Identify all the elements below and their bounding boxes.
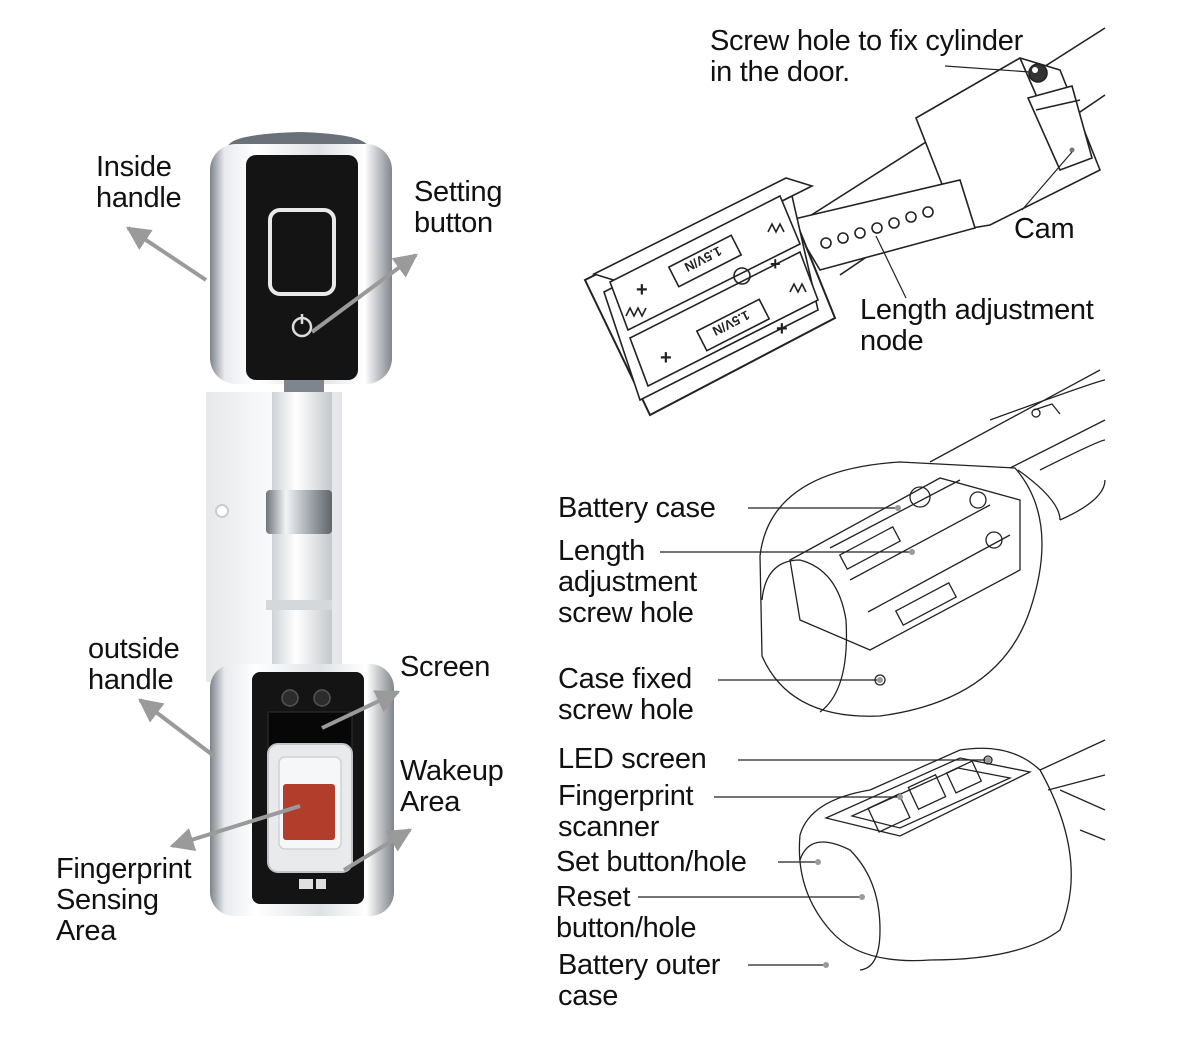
battery-case-drawing <box>660 369 1106 717</box>
callout-arrows <box>126 226 418 872</box>
battery-case-label: Battery case <box>558 492 716 524</box>
svg-text:+: + <box>660 347 672 369</box>
reset-line-1: Reset <box>556 881 631 913</box>
outer-case-drawing <box>638 739 1106 971</box>
screw-hole-line-1: Screw hole to fix cylinder <box>710 25 1023 57</box>
fingerprint-sensing-line-2: Sensing <box>56 884 159 916</box>
screw-hole-label: Screw hole to fix cylinder in the door. <box>710 26 1023 88</box>
lock-product <box>206 132 394 916</box>
length-node-line-1: Length adjustment <box>860 294 1094 326</box>
setting-button-line-2: button <box>414 207 493 239</box>
cam-label: Cam <box>1014 213 1075 245</box>
cylinder-drawing <box>583 27 1106 417</box>
svg-text:+: + <box>770 254 781 274</box>
battery-outer-line-1: Battery outer <box>558 949 721 981</box>
length-screw-line-3: screw hole <box>558 597 694 629</box>
setting-button-label: Setting button <box>414 177 502 239</box>
fingerprint-sensing-line-1: Fingerprint <box>56 853 192 885</box>
case-fixed-line-2: screw hole <box>558 694 694 726</box>
battery-outer-line-2: case <box>558 980 619 1012</box>
reset-button-label: Reset button/hole <box>556 881 697 944</box>
svg-text:+: + <box>776 318 788 340</box>
wakeup-line-1: Wakeup <box>400 755 504 787</box>
length-screw-hole-label: Length adjustment screw hole <box>558 536 697 629</box>
outside-handle-line-1: outside <box>88 633 180 665</box>
setting-button-line-1: Setting <box>414 176 503 208</box>
inside-handle-label: Inside handle <box>96 151 182 214</box>
length-node-line-2: node <box>860 325 924 357</box>
reset-line-2: button/hole <box>556 912 697 944</box>
case-fixed-line-1: Case fixed <box>558 663 693 695</box>
inside-panel <box>246 155 358 380</box>
length-screw-line-1: Length <box>558 535 645 567</box>
inside-handle-line-2: handle <box>96 182 182 214</box>
fingerprint-sensing-label: Fingerprint Sensing Area <box>56 853 192 947</box>
length-screw-line-2: adjustment <box>558 566 697 598</box>
fingerprint-sensing-line-3: Area <box>56 915 117 947</box>
wakeup-area-label: Wakeup Area <box>400 756 504 818</box>
length-node-label: Length adjustment node <box>860 295 1094 357</box>
case-fixed-label: Case fixed screw hole <box>558 664 694 726</box>
fingerprint-sensor <box>283 784 335 840</box>
cam-ring <box>266 490 332 534</box>
svg-text:+: + <box>636 279 648 301</box>
fingerprint-frame-icon <box>268 208 336 296</box>
led-screen-label: LED screen <box>558 743 707 775</box>
wakeup-line-2: Area <box>400 786 461 818</box>
fingerprint-scanner-line-2: scanner <box>558 811 660 843</box>
screen-label: Screen <box>400 651 491 683</box>
outside-handle-label: outside handle <box>88 633 180 696</box>
set-button-label: Set button/hole <box>556 846 747 878</box>
outside-handle-line-2: handle <box>88 664 174 696</box>
screw-hole-line-2: in the door. <box>710 56 850 88</box>
fingerprint-scanner-label: Fingerprint scanner <box>558 780 694 843</box>
inside-handle-line-1: Inside <box>96 151 172 183</box>
fingerprint-scanner-line-1: Fingerprint <box>558 780 694 812</box>
battery-outer-label: Battery outer case <box>558 950 720 1012</box>
